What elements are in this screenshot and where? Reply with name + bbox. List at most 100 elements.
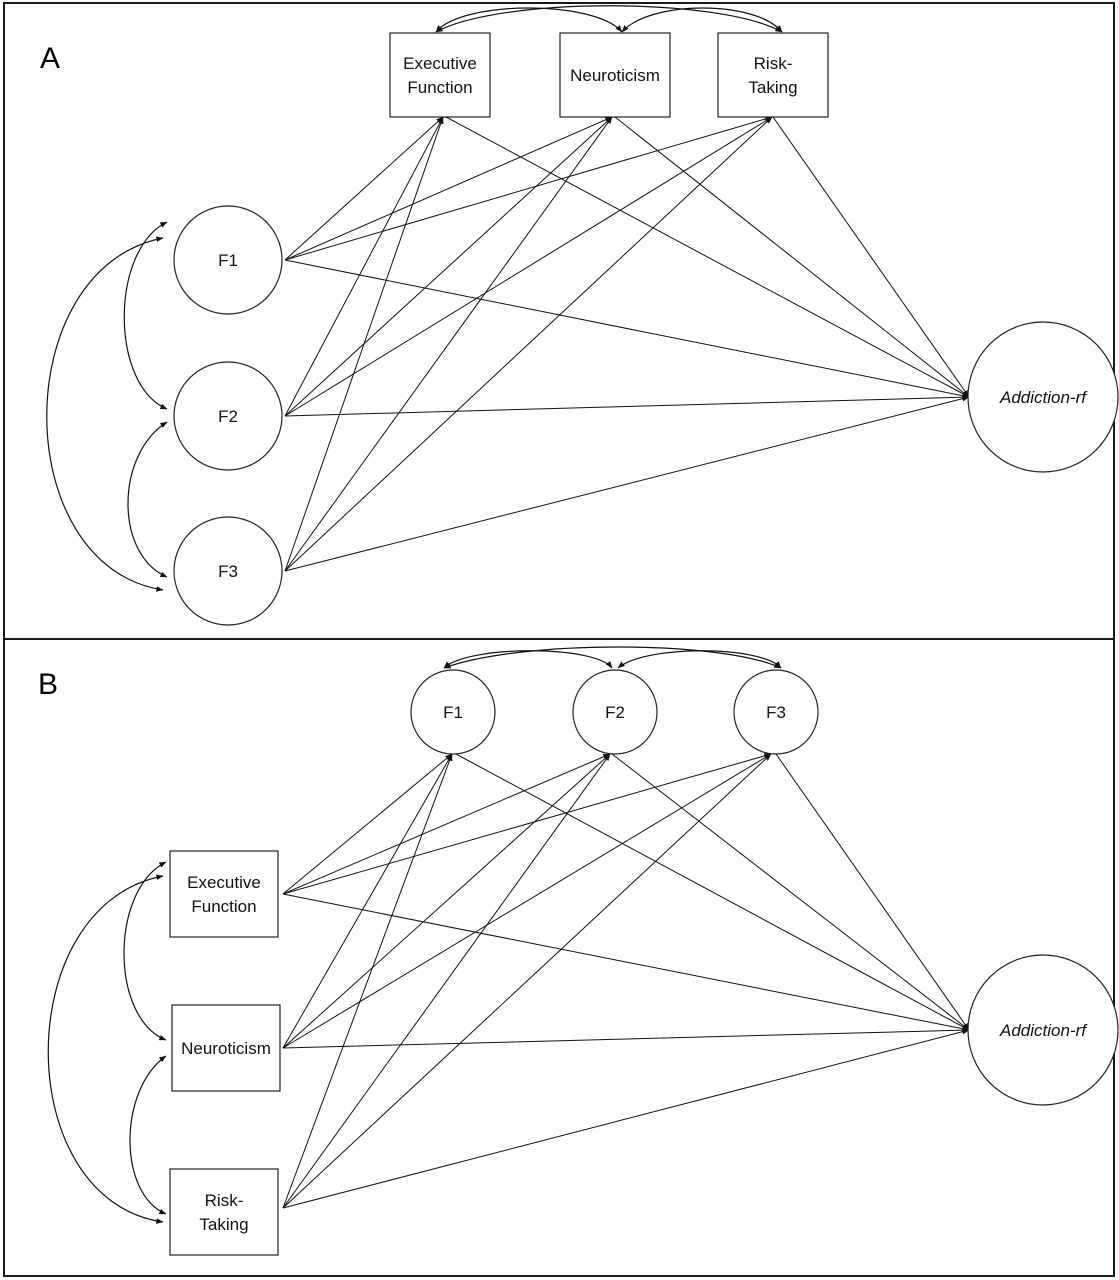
path-f1-to-neu xyxy=(284,116,613,261)
node-neu-label: Neuroticism xyxy=(181,1039,271,1058)
node-add-label: Addiction-rf xyxy=(999,1021,1088,1040)
node-f1-circle xyxy=(410,669,496,755)
panel-b-frame xyxy=(3,638,1115,1277)
node-add-circle xyxy=(967,954,1119,1106)
node-f3: F3 xyxy=(733,669,819,755)
corr-ef-neu xyxy=(435,7,623,33)
node-neu: Neuroticism xyxy=(171,1004,281,1092)
node-add: Addiction-rf xyxy=(967,321,1119,473)
panel-a-correlations xyxy=(46,5,783,592)
path-ef-to-add xyxy=(445,116,970,398)
node-f1: F1 xyxy=(410,669,496,755)
path-f3-to-rt xyxy=(284,116,773,572)
node-neu: Neuroticism xyxy=(559,32,671,118)
path-rt-to-add xyxy=(282,1028,970,1209)
corr-ef-rt xyxy=(435,5,783,33)
node-f3-label: F3 xyxy=(766,703,786,722)
path-rt-to-f3 xyxy=(282,753,772,1209)
node-f2: F2 xyxy=(572,669,658,755)
node-add-label: Addiction-rf xyxy=(999,388,1088,407)
node-add-circle xyxy=(967,321,1119,473)
node-f3-circle xyxy=(733,669,819,755)
corr-f1-f2 xyxy=(123,221,168,410)
node-rt-label: Risk- xyxy=(754,54,793,73)
node-f1-label: F1 xyxy=(218,251,238,270)
panel-a-edges xyxy=(284,116,970,572)
node-ef-box xyxy=(169,850,279,938)
path-ef-to-f3 xyxy=(282,753,772,895)
node-ef-label: Function xyxy=(407,78,472,97)
path-rt-to-f2 xyxy=(282,753,611,1209)
node-rt-box xyxy=(717,32,829,118)
path-neu-to-f3 xyxy=(282,753,772,1049)
corr-ef-rt xyxy=(47,874,164,1224)
path-f1-to-add xyxy=(284,259,970,399)
node-rt-box xyxy=(169,1168,279,1256)
node-rt: Risk- Taking xyxy=(169,1168,279,1256)
node-f1: F1 xyxy=(173,205,283,315)
corr-ef-neu xyxy=(123,861,167,1041)
path-ef-to-add xyxy=(282,893,970,1032)
node-rt-label: Risk- xyxy=(205,1191,244,1210)
node-f2-label: F2 xyxy=(605,703,625,722)
node-f3-label: F3 xyxy=(218,562,238,581)
corr-f1-f3 xyxy=(443,646,782,669)
panel-b-letter: B xyxy=(38,668,58,701)
path-f2-to-add xyxy=(284,394,970,417)
path-f2-to-ef xyxy=(284,116,444,417)
node-f1-circle xyxy=(173,205,283,315)
node-f3: F3 xyxy=(173,516,283,626)
path-f2-to-add xyxy=(611,753,970,1031)
node-f2: F2 xyxy=(173,361,283,471)
panel-a-frame xyxy=(3,2,1115,640)
corr-f2-f3 xyxy=(127,421,168,578)
corr-neu-rt xyxy=(129,1055,167,1215)
path-neu-to-add xyxy=(614,116,970,398)
path-rt-to-add xyxy=(772,116,970,398)
node-neu-label: Neuroticism xyxy=(570,66,660,85)
path-f1-to-add xyxy=(455,753,970,1031)
node-f2-circle xyxy=(173,361,283,471)
path-rt-to-f1 xyxy=(282,753,453,1209)
panel-a-letter: A xyxy=(40,42,60,75)
path-ef-to-f1 xyxy=(282,753,453,895)
node-rt-label: Taking xyxy=(748,78,797,97)
node-ef-label: Function xyxy=(191,897,256,916)
corr-f1-f2 xyxy=(443,650,613,669)
corr-neu-rt xyxy=(621,7,783,33)
path-neu-to-f1 xyxy=(282,753,453,1049)
node-rt-label: Taking xyxy=(199,1215,248,1234)
node-ef-label: Executive xyxy=(187,873,261,892)
node-f2-circle xyxy=(572,669,658,755)
path-f1-to-rt xyxy=(284,116,773,261)
node-neu-box xyxy=(559,32,671,118)
path-neu-to-add xyxy=(282,1027,970,1049)
node-f2-label: F2 xyxy=(218,407,238,426)
node-ef-label: Executive xyxy=(403,54,477,73)
path-f2-to-neu xyxy=(284,116,613,417)
path-f3-to-add xyxy=(775,753,970,1031)
panel-b-correlations xyxy=(47,646,782,1224)
path-f1-to-ef xyxy=(284,116,444,261)
node-rt: Risk- Taking xyxy=(717,32,829,118)
node-ef-box xyxy=(389,32,491,118)
path-neu-to-f2 xyxy=(282,753,611,1049)
node-neu-box xyxy=(171,1004,281,1092)
path-ef-to-f2 xyxy=(282,753,611,895)
panel-b: B F1 F2 F3ExecutiveFunctionNeuroticismRisk… xyxy=(3,638,1119,1277)
panel-a-nodes: ExecutiveFunctionNeuroticismRisk-TakingF… xyxy=(173,32,1119,626)
node-add: Addiction-rf xyxy=(967,954,1119,1106)
node-f3-circle xyxy=(173,516,283,626)
node-f1-label: F1 xyxy=(443,703,463,722)
path-f2-to-rt xyxy=(284,116,773,417)
path-f3-to-neu xyxy=(284,116,613,572)
path-f3-to-add xyxy=(284,395,970,572)
panel-b-edges xyxy=(282,753,970,1209)
path-f3-to-ef xyxy=(284,116,444,572)
corr-f1-f3 xyxy=(46,236,164,592)
